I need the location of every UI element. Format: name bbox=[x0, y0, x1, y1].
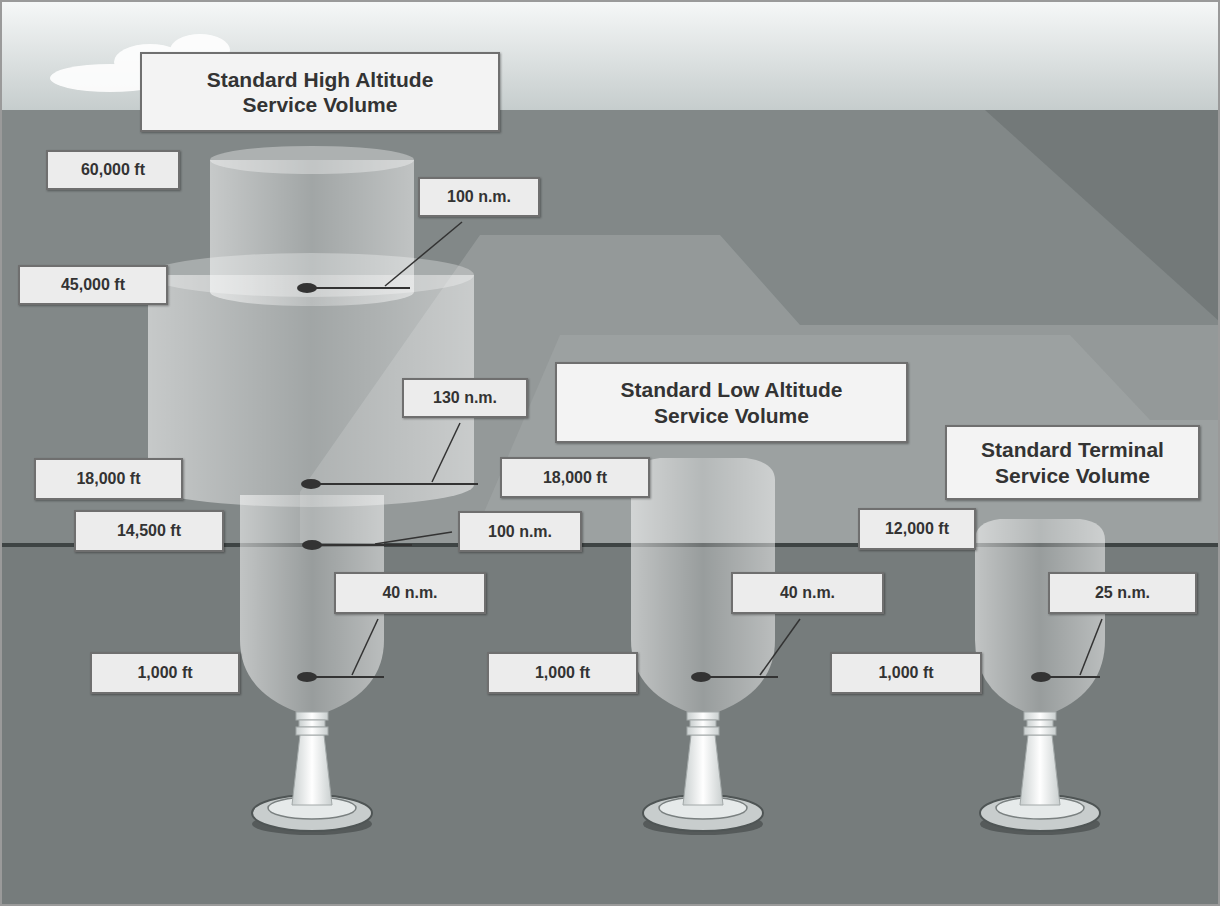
radius-line bbox=[305, 287, 410, 289]
radius-line bbox=[306, 676, 384, 678]
service-cylinder bbox=[210, 160, 414, 306]
measure-label-box: 1,000 ft bbox=[830, 652, 982, 694]
measure-label-box: 100 n.m. bbox=[458, 511, 582, 552]
leader-line bbox=[1080, 619, 1102, 675]
measure-label-box: 100 n.m. bbox=[418, 177, 540, 217]
measure-label: 1,000 ft bbox=[878, 663, 933, 682]
radius-line bbox=[700, 676, 778, 678]
leader-line bbox=[385, 222, 462, 286]
volume-title: Standard High Altitude Service Volume bbox=[170, 67, 470, 117]
distant-slope bbox=[985, 110, 1220, 322]
measure-label-box: 40 n.m. bbox=[334, 572, 486, 614]
volume-title-box: Standard Low Altitude Service Volume bbox=[555, 362, 908, 443]
service-cylinder bbox=[975, 519, 1105, 712]
measure-label-box: 18,000 ft bbox=[34, 458, 183, 500]
vor-antenna bbox=[643, 712, 763, 835]
low-altitude-coverage bbox=[470, 335, 1220, 545]
measure-label: 40 n.m. bbox=[382, 583, 437, 602]
altitude-dot bbox=[691, 672, 711, 682]
measure-label: 12,000 ft bbox=[885, 519, 949, 538]
measure-label: 45,000 ft bbox=[61, 275, 125, 294]
measure-label: 25 n.m. bbox=[1095, 583, 1150, 602]
measure-label-box: 12,000 ft bbox=[858, 508, 976, 550]
measure-label: 18,000 ft bbox=[76, 469, 140, 488]
altitude-dots bbox=[297, 283, 1051, 682]
altitude-dot bbox=[302, 540, 322, 550]
measure-label: 100 n.m. bbox=[447, 187, 511, 206]
volume-title-box: Standard High Altitude Service Volume bbox=[140, 52, 500, 132]
measure-label-box: 18,000 ft bbox=[500, 457, 650, 498]
altitude-dot bbox=[297, 672, 317, 682]
vor-antenna bbox=[252, 712, 372, 835]
measure-label-box: 1,000 ft bbox=[487, 652, 638, 694]
leader-line bbox=[432, 423, 460, 482]
measure-label-box: 14,500 ft bbox=[74, 510, 224, 552]
altitude-dot bbox=[301, 479, 321, 489]
measure-label: 14,500 ft bbox=[117, 521, 181, 540]
radius-line bbox=[310, 483, 478, 485]
measure-label: 1,000 ft bbox=[137, 663, 192, 682]
leader-line bbox=[352, 619, 378, 675]
measure-label-box: 45,000 ft bbox=[18, 265, 168, 305]
altitude-dot bbox=[297, 283, 317, 293]
cylinder-top bbox=[210, 146, 414, 174]
leader-line bbox=[375, 532, 452, 544]
measure-label: 60,000 ft bbox=[81, 160, 145, 179]
volume-title: Standard Terminal Service Volume bbox=[958, 437, 1188, 487]
measure-label-box: 25 n.m. bbox=[1048, 572, 1197, 614]
measure-label-box: 1,000 ft bbox=[90, 652, 240, 694]
measure-label: 18,000 ft bbox=[543, 468, 607, 487]
volume-title: Standard Low Altitude Service Volume bbox=[582, 377, 882, 427]
measure-label-box: 40 n.m. bbox=[731, 572, 884, 614]
volume-title-box: Standard Terminal Service Volume bbox=[945, 425, 1200, 500]
radius-line bbox=[311, 544, 412, 546]
measure-label: 100 n.m. bbox=[488, 522, 552, 541]
altitude-dot bbox=[1031, 672, 1051, 682]
measure-label: 130 n.m. bbox=[433, 388, 497, 407]
measure-label-box: 130 n.m. bbox=[402, 378, 528, 418]
measure-label: 40 n.m. bbox=[780, 583, 835, 602]
measure-label: 1,000 ft bbox=[535, 663, 590, 682]
measure-label-box: 60,000 ft bbox=[46, 150, 180, 190]
vor-antenna bbox=[980, 712, 1100, 835]
leader-line bbox=[760, 619, 800, 675]
